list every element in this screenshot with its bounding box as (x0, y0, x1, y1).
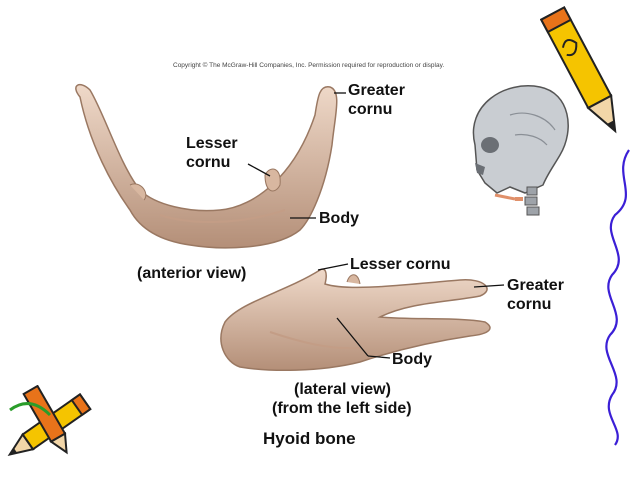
copyright-text: Copyright © The McGraw-Hill Companies, I… (173, 62, 445, 69)
crossed-pencils-icon (7, 385, 92, 457)
label-greater-cornu-lateral-line1: Greater (507, 277, 564, 294)
skull-illustration (472, 85, 569, 216)
label-greater-cornu-top-line1: Greater (348, 82, 405, 99)
label-lesser-cornu-top-line1: Lesser (186, 135, 238, 152)
label-greater-cornu-lateral-line2: cornu (507, 296, 552, 313)
label-from-left-side: (from the left side) (272, 400, 412, 417)
label-body-top: Body (319, 210, 359, 227)
label-lesser-cornu-top-line2: cornu (186, 154, 231, 171)
label-lateral-view: (lateral view) (294, 381, 391, 398)
hyoid-anterior-view (75, 83, 338, 249)
label-anterior-view: (anterior view) (137, 265, 247, 282)
figure-title: Hyoid bone (263, 429, 356, 448)
label-lesser-cornu-lateral: Lesser cornu (350, 256, 451, 273)
label-body-lateral: Body (392, 351, 432, 368)
hyoid-lateral-view (220, 268, 491, 372)
pencil-icon (540, 6, 617, 134)
label-greater-cornu-top-line2: cornu (348, 101, 393, 118)
